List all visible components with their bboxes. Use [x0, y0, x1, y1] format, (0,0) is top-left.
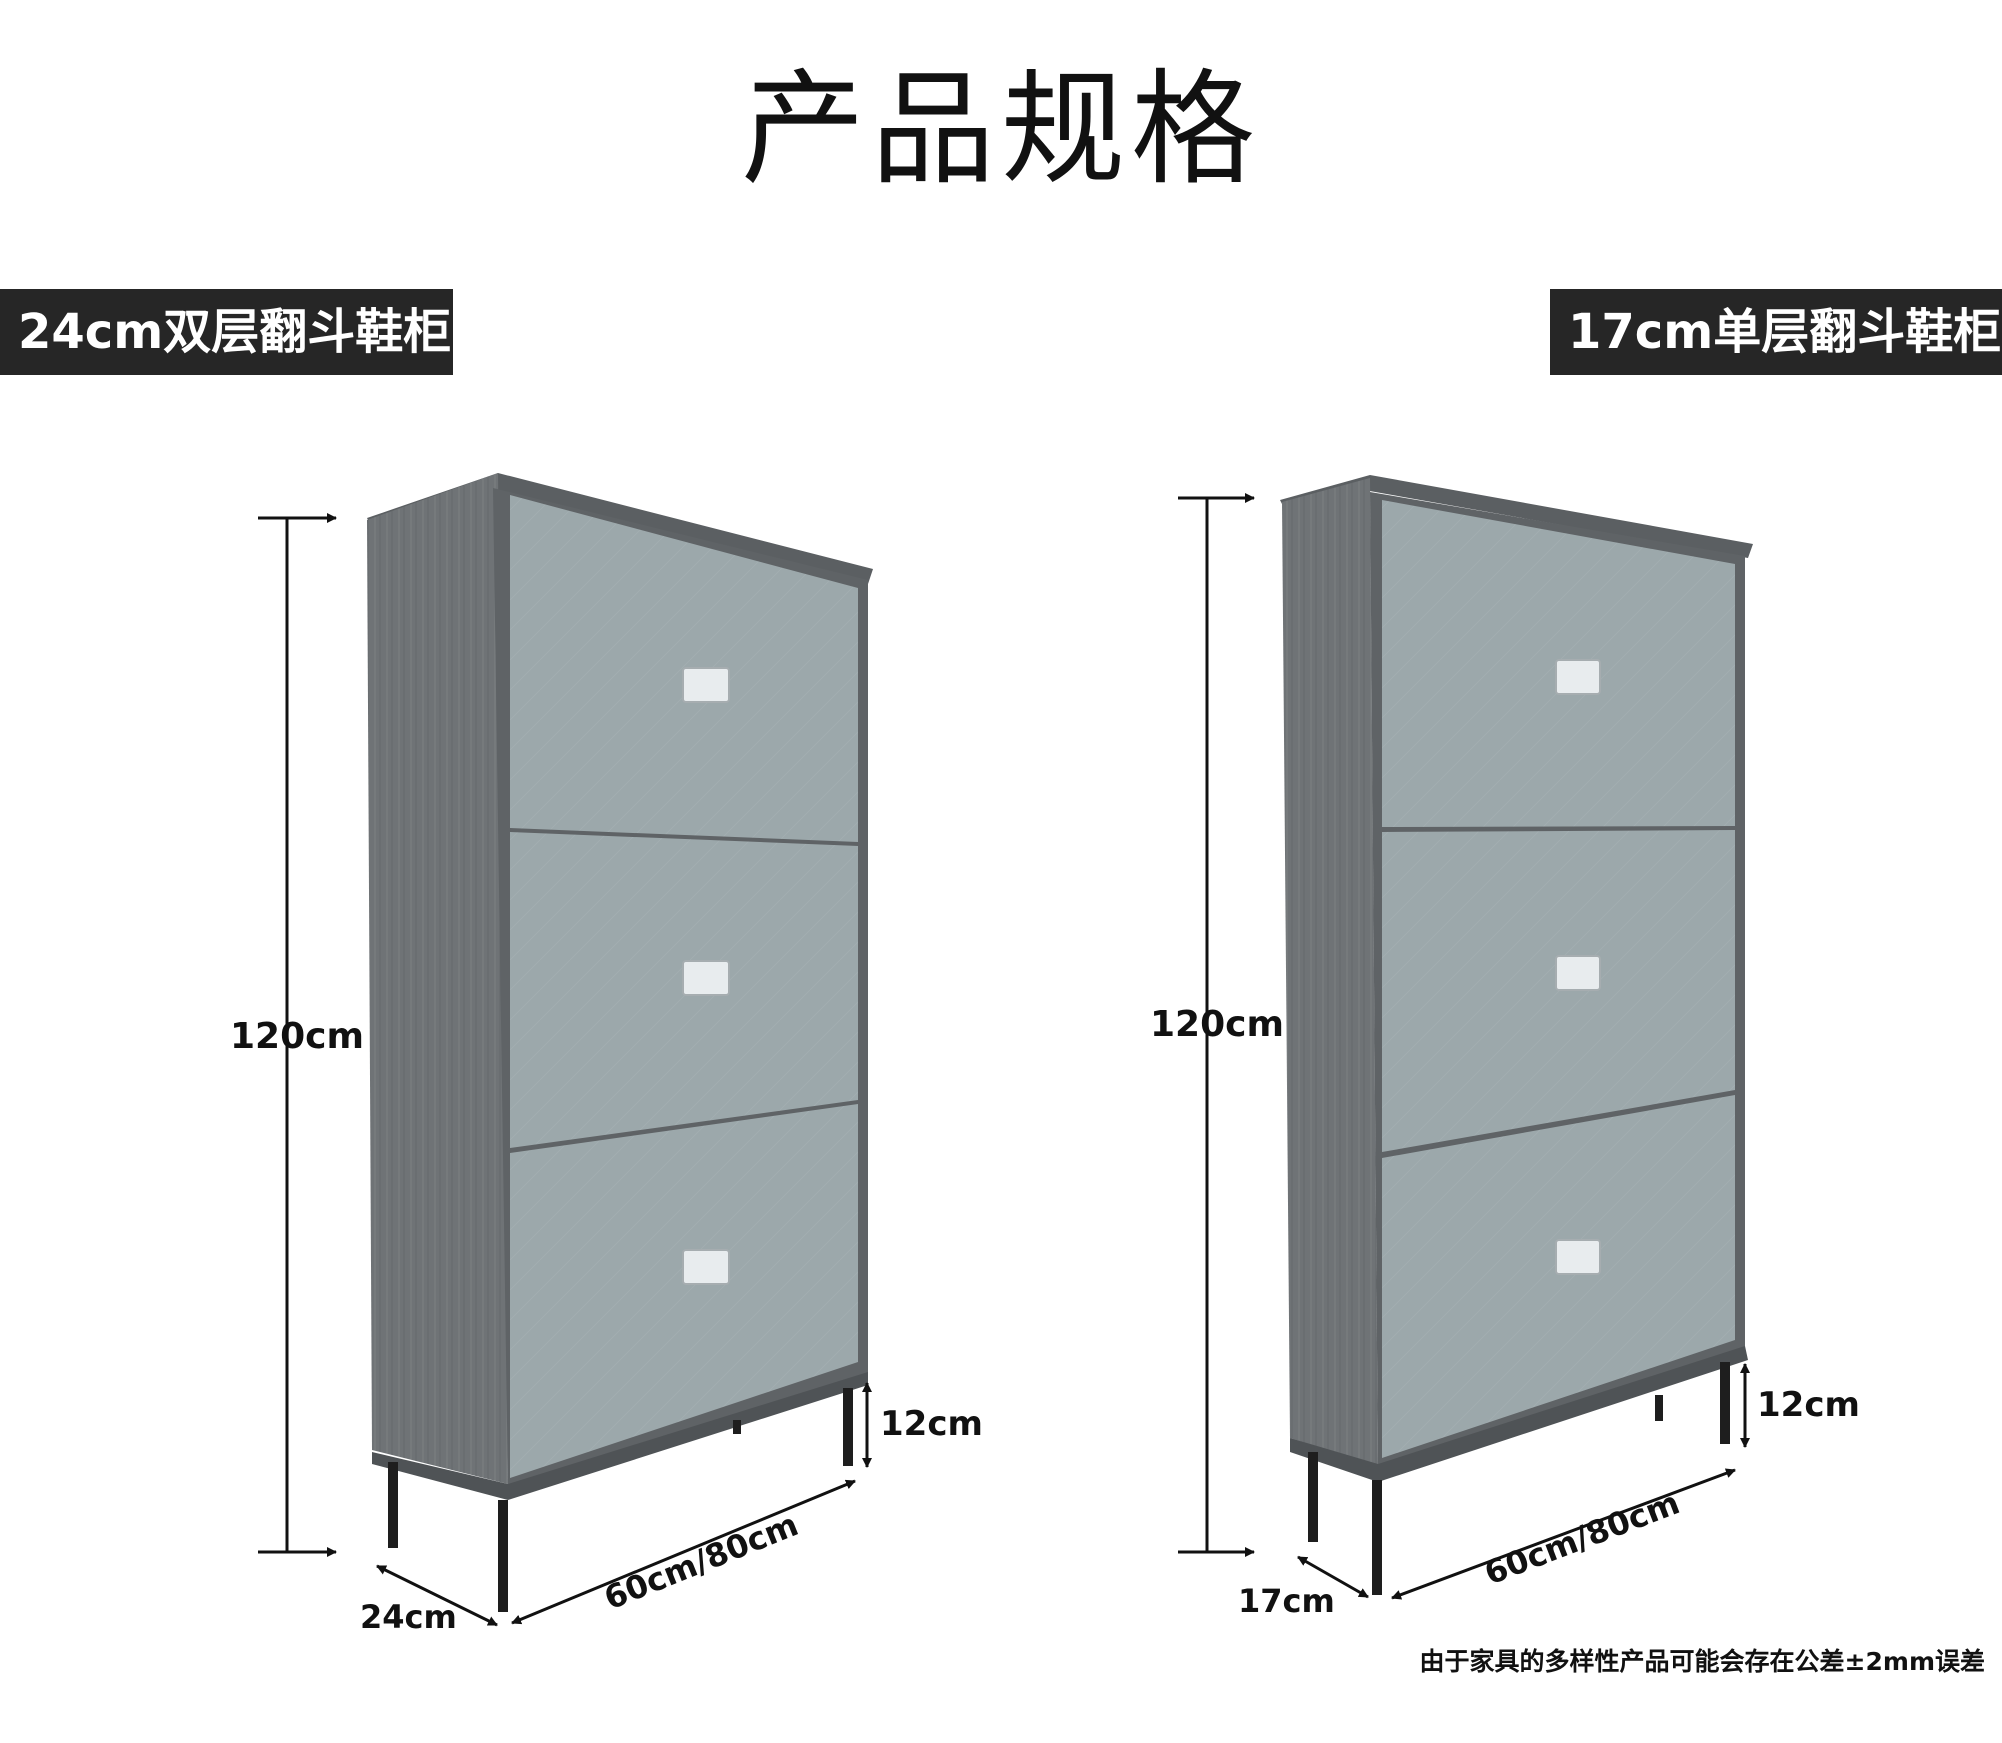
right-leg-2	[1372, 1480, 1382, 1595]
left-leg-3	[843, 1388, 853, 1466]
right-cabinet	[1280, 475, 1753, 1595]
right-depth-label: 17cm	[1238, 1582, 1335, 1620]
left-door-3	[510, 1104, 858, 1478]
left-width-label: 60cm/80cm	[599, 1505, 804, 1617]
right-handle-1	[1555, 659, 1601, 695]
left-product-tag: 24cm双层翻斗鞋柜	[0, 289, 453, 375]
left-cabinet-side	[367, 473, 508, 1484]
right-leg-label: 12cm	[1757, 1385, 1860, 1425]
right-door-3	[1382, 1095, 1735, 1458]
left-leg-2	[498, 1500, 508, 1612]
left-height-label: 120cm	[230, 1016, 364, 1057]
right-handle-3	[1555, 1239, 1601, 1275]
left-leg-label: 12cm	[880, 1404, 983, 1444]
right-leg-3	[1720, 1362, 1730, 1444]
right-height-label: 120cm	[1150, 1004, 1284, 1045]
page-title: 产品规格	[740, 58, 1261, 202]
left-leg-4	[733, 1420, 741, 1434]
right-leg-4	[1655, 1395, 1663, 1421]
right-handle-2	[1555, 955, 1601, 991]
right-width-label: 60cm/80cm	[1479, 1483, 1684, 1592]
right-cabinet-side	[1282, 478, 1378, 1466]
left-leg-1	[388, 1462, 398, 1548]
right-door-2	[1382, 830, 1735, 1152]
left-handle-2	[682, 960, 730, 996]
right-leg-1	[1308, 1452, 1318, 1542]
left-handle-3	[682, 1249, 730, 1285]
right-product-tag: 17cm单层翻斗鞋柜	[1550, 289, 2002, 375]
left-cabinet	[367, 473, 873, 1612]
left-depth-label: 24cm	[360, 1598, 457, 1636]
left-handle-1	[682, 667, 730, 703]
tolerance-footnote: 由于家具的多样性产品可能会存在公差±2mm误差	[1419, 1647, 1985, 1676]
